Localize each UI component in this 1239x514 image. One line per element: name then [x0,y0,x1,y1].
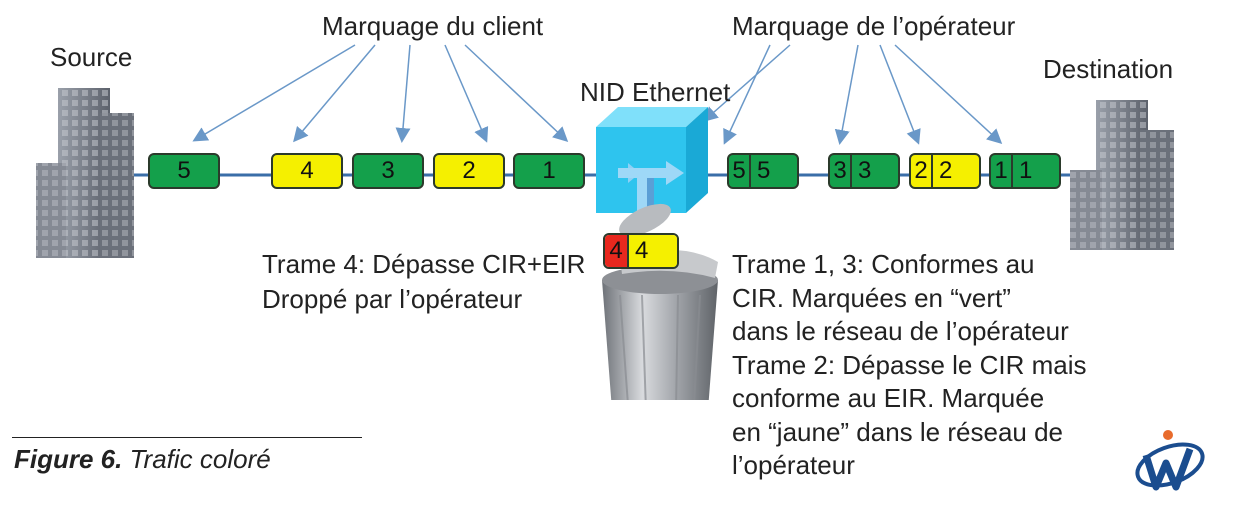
operator-arrow-3 [834,44,859,145]
frame4-note-line2: Droppé par l’opérateur [262,284,523,314]
client-frame-label: 5 [177,157,191,184]
client-arrow-2 [444,44,489,143]
operator-frame-body: 2 [939,157,953,184]
conformance-note-line: Trame 2: Dépasse le CIR mais [732,349,1087,380]
conformance-note-line: Trame 1, 3: Conformes au [732,249,1035,279]
conformance-note-line: l’opérateur [732,450,855,480]
client-arrow-5 [192,44,356,142]
client-frame-3: 3 [352,153,424,189]
operator-frame-tag: 5 [729,155,751,187]
destination-label: Destination [1043,54,1174,84]
client-arrow-1 [464,44,569,143]
dropped-frame-body: 4 [627,235,677,267]
conformance-note-line: dans le réseau de l’opérateur [732,316,1069,346]
client-frame-5: 5 [148,153,220,189]
source-building-icon [36,88,134,258]
operator-arrow-2 [879,44,921,145]
source-label: Source [50,42,133,72]
client-frame-2: 2 [433,153,505,189]
operator-arrow-nid [702,44,791,122]
dropped-frame: 4 4 [603,233,679,269]
operator-arrow-5 [723,44,771,145]
frame4-note-line1: Trame 4: Dépasse CIR+EIR [262,249,586,279]
nid-label: NID Ethernet [580,77,731,107]
client-frame-label: 3 [381,157,395,184]
client-frame-4: 4 [271,153,343,189]
trash-can-icon [602,203,718,400]
caption-rule [12,437,362,438]
client-frame-label: 1 [542,157,556,184]
operator-frame-tag: 2 [911,155,933,187]
dropped-frame-tag: 4 [605,235,627,267]
w-logo-icon [1135,430,1205,491]
client-marking-label: Marquage du client [322,11,544,41]
conformance-note-line: conforme au EIR. Marquée [732,383,1045,413]
client-frame-1: 1 [513,153,585,189]
conformance-note-line: CIR. Marquées en “vert” [732,282,1011,313]
figure-caption: Figure 6. Trafic coloré [14,444,271,474]
operator-arrow-1 [894,44,1003,145]
client-frame-label: 2 [462,157,476,184]
operator-frame-tag: 3 [830,155,852,187]
operator-marking-label: Marquage de l’opérateur [732,11,1016,41]
nid-ethernet-cube-icon [596,107,708,217]
operator-frame-body: 5 [757,157,771,184]
operator-frame-tag: 1 [991,155,1013,187]
conformance-note-line: en “jaune” dans le réseau de [732,416,1064,447]
client-frame-label: 4 [300,157,314,184]
client-arrow-3 [395,44,411,143]
operator-frame-body: 3 [858,157,872,184]
operator-frame-body: 1 [1019,157,1033,184]
destination-building-icon [1070,100,1174,250]
client-arrow-4 [293,44,376,143]
